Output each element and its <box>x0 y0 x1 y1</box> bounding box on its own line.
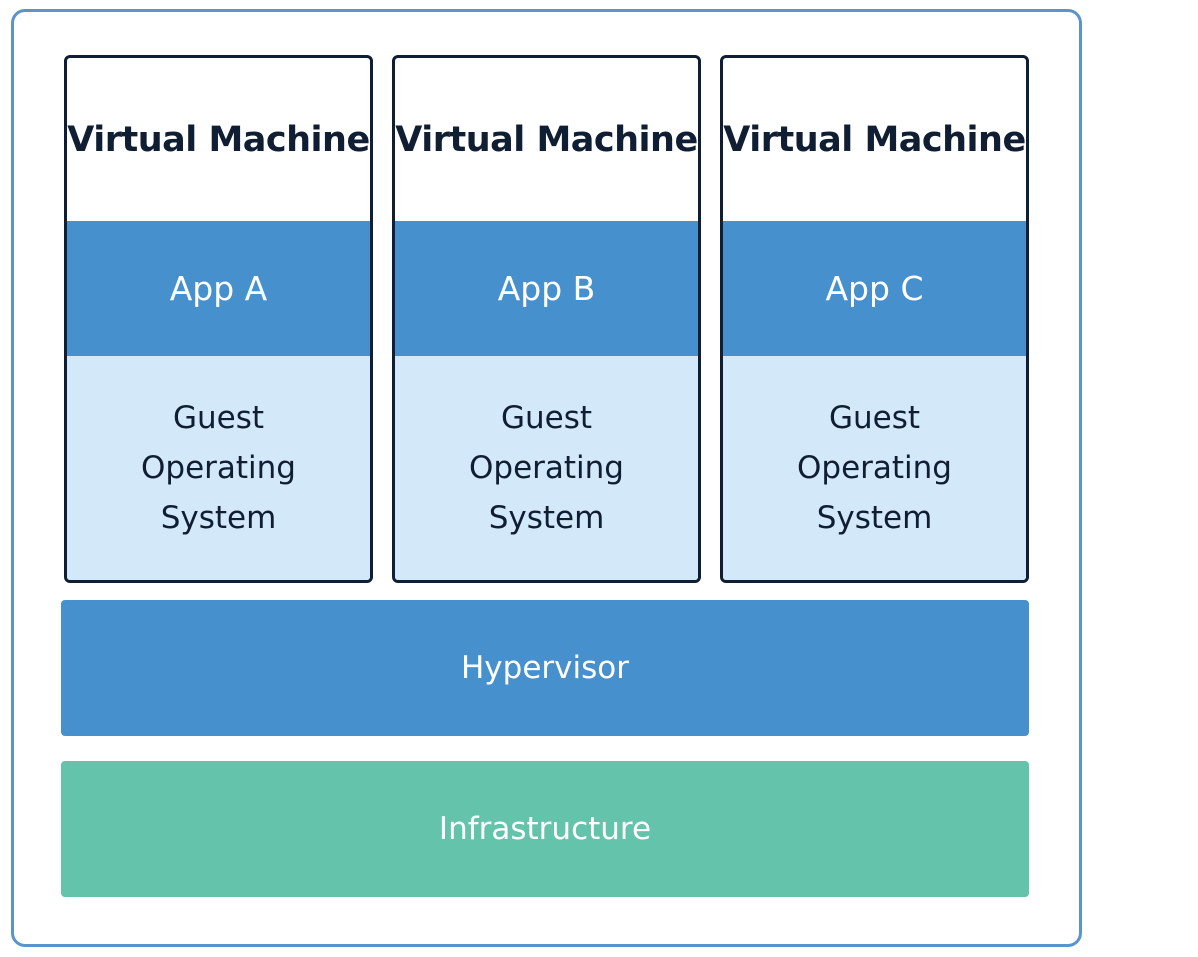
app-b-block: App B <box>395 221 698 356</box>
app-c-block: App C <box>723 221 1026 356</box>
guest-os-block: Guest Operating System <box>723 356 1026 580</box>
virtual-machine-title: Virtual Machine <box>723 119 1026 160</box>
guest-os-block: Guest Operating System <box>67 356 370 580</box>
guest-os-block: Guest Operating System <box>395 356 698 580</box>
virtual-machine-a: Virtual Machine App A Guest Operating Sy… <box>64 55 373 583</box>
virtual-machine-c: Virtual Machine App C Guest Operating Sy… <box>720 55 1029 583</box>
virtual-machine-b: Virtual Machine App B Guest Operating Sy… <box>392 55 701 583</box>
infrastructure-layer: Infrastructure <box>61 761 1029 897</box>
hypervisor-layer: Hypervisor <box>61 600 1029 736</box>
virtual-machine-title: Virtual Machine <box>67 119 370 160</box>
virtual-machine-title: Virtual Machine <box>395 119 698 160</box>
app-a-block: App A <box>67 221 370 356</box>
